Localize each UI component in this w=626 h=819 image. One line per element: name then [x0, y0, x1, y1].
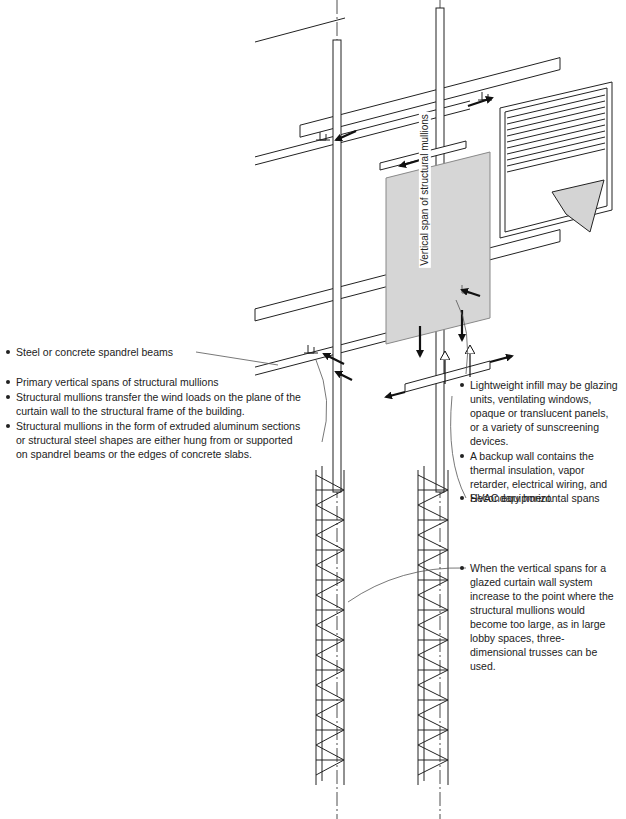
- span-label: Vertical span of structural mullions: [419, 112, 431, 268]
- callout-note: Lightweight infill may be glazing units,…: [460, 378, 620, 448]
- callout-note: Steel or concrete spandrel beams: [6, 345, 206, 359]
- callout-note: Primary vertical spans of structural mul…: [6, 375, 306, 389]
- callout-note: Structural mullions in the form of extru…: [6, 419, 306, 461]
- callout-note: Structural mullions transfer the wind lo…: [6, 390, 306, 418]
- reaction-arrow: [444, 352, 445, 384]
- callout-note: Secondary horizontal spans: [460, 491, 620, 505]
- load-arrow: [324, 98, 512, 397]
- truss: [316, 466, 344, 785]
- truss: [418, 466, 448, 785]
- slab-edge: [255, 18, 345, 42]
- sunscreen-panel: [500, 82, 612, 238]
- reaction-arrow: [469, 346, 470, 377]
- clip-angle: [304, 345, 318, 353]
- glass-panel: [386, 152, 490, 344]
- clip-angle: [316, 132, 330, 140]
- structural-mullion: [333, 40, 341, 492]
- callout-note: When the vertical spans for a glazed cur…: [460, 561, 620, 673]
